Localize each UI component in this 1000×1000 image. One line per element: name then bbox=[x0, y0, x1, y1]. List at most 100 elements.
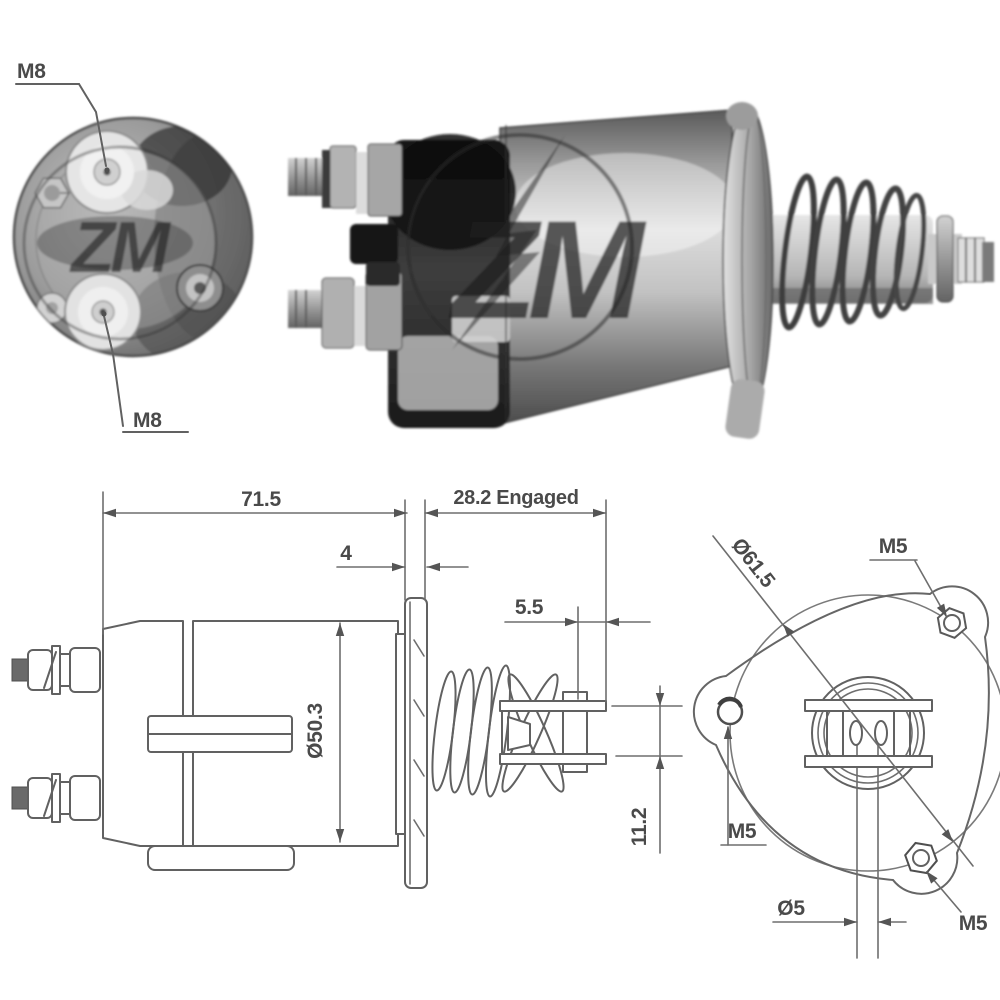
flange-lug-top bbox=[726, 102, 758, 130]
stud-washer bbox=[356, 152, 368, 214]
center-ring bbox=[817, 682, 919, 784]
spring-coil bbox=[809, 176, 847, 328]
stud-slash bbox=[43, 779, 57, 817]
stud-nut bbox=[27, 649, 53, 691]
stud-washer2 bbox=[59, 653, 71, 687]
m8-washer-top bbox=[121, 170, 173, 210]
stud-tip bbox=[11, 786, 29, 810]
hole-shade bbox=[717, 696, 743, 708]
plunger-top-bar bbox=[499, 700, 607, 712]
bolt-circle-leader bbox=[712, 535, 974, 867]
bolt-circle bbox=[729, 594, 1000, 872]
drawing-return-spring bbox=[431, 664, 512, 798]
spring-coil bbox=[869, 185, 907, 319]
flange-hatch bbox=[413, 759, 425, 777]
leader-bottom bbox=[103, 315, 124, 427]
watermark: ZM bbox=[406, 133, 657, 361]
drawing-terminal-top bbox=[11, 645, 101, 695]
stud-collar bbox=[322, 150, 332, 208]
coil bbox=[431, 670, 457, 792]
stud-nut2 bbox=[69, 647, 101, 693]
rod-clip bbox=[957, 237, 985, 283]
flange-hatch bbox=[413, 639, 425, 657]
watermark-circle bbox=[406, 133, 634, 361]
bottom-bracket bbox=[147, 845, 295, 871]
dim-overall-length: 71.5 bbox=[241, 488, 281, 511]
spring-coil bbox=[893, 192, 927, 312]
coil bbox=[484, 664, 512, 798]
small-hex-bore bbox=[44, 185, 60, 201]
stud-slash bbox=[43, 651, 57, 689]
watermark-text-end: ZM bbox=[69, 208, 172, 288]
watermark-bolt bbox=[452, 135, 565, 350]
coil-connector bbox=[350, 224, 398, 264]
drawing-terminal-bottom bbox=[11, 773, 101, 823]
rod-cross-pin bbox=[936, 215, 954, 303]
label-center-pin: Ø5 bbox=[777, 897, 805, 920]
watermark-circle-end bbox=[22, 145, 218, 341]
leader-top bbox=[78, 83, 107, 167]
stud-nut2 bbox=[367, 143, 403, 217]
spool-bottom-bar bbox=[804, 755, 933, 768]
hole-bore bbox=[943, 614, 961, 632]
side-view-photo: ZM bbox=[288, 102, 994, 439]
plunger-bottom-bar bbox=[499, 753, 607, 765]
label-terminal-bottom: M8 bbox=[133, 409, 162, 432]
photo-terminal-top bbox=[288, 143, 403, 217]
stud-nut2 bbox=[69, 775, 101, 821]
flange-plate bbox=[404, 597, 428, 889]
contact-strap bbox=[37, 216, 193, 270]
stud-nut bbox=[329, 145, 357, 209]
rod-end bbox=[982, 242, 994, 282]
spool-top-bar bbox=[804, 699, 933, 712]
side-dimensions: 71.5 28.2 Engaged 4 5.5 Ø50.3 11.2 bbox=[102, 487, 683, 854]
end-view-labels: M8 M8 bbox=[15, 60, 189, 433]
stud-washer2 bbox=[59, 781, 71, 815]
flange-hatch bbox=[413, 699, 425, 717]
center-ring bbox=[823, 688, 913, 778]
mount-hole-top-right bbox=[936, 607, 968, 639]
coil-connector-lower bbox=[366, 262, 400, 286]
hole-hex bbox=[936, 607, 968, 639]
leader-dot-top bbox=[104, 167, 110, 173]
flange-outline bbox=[692, 585, 990, 895]
drawing-plunger bbox=[499, 673, 607, 793]
leader-dot-bottom bbox=[101, 311, 107, 317]
mount-hole-left bbox=[716, 696, 744, 726]
spring-coil bbox=[779, 173, 817, 331]
coil bbox=[467, 666, 493, 796]
stud-nut bbox=[27, 777, 53, 819]
small-rivet-center bbox=[46, 302, 58, 314]
center-ring bbox=[811, 676, 925, 790]
label-hole-top-right: M5 bbox=[879, 535, 908, 558]
end-view-detail: ZM bbox=[22, 126, 252, 356]
center-plunger-view bbox=[804, 676, 933, 959]
label-hole-left: M5 bbox=[728, 820, 757, 843]
cap-shadow bbox=[384, 134, 516, 250]
spring-coil bbox=[839, 179, 877, 325]
dim-plunger-protrusion: 5.5 bbox=[515, 596, 544, 619]
dim-body-diameter: Ø50.3 bbox=[304, 703, 327, 759]
label-terminal-top: M8 bbox=[17, 60, 46, 83]
hole-bore bbox=[912, 849, 930, 867]
dim-plunger-travel: 11.2 bbox=[628, 808, 651, 847]
end-view-photo: ZM bbox=[12, 116, 254, 358]
photo-return-spring bbox=[779, 173, 927, 331]
cap-bright-patch bbox=[398, 336, 498, 410]
stud-tip bbox=[11, 658, 29, 682]
moving-contact bbox=[507, 716, 531, 751]
watermark-text: ZM bbox=[448, 191, 648, 348]
flange-mounting-drawing: Ø61.5 M5 M5 M5 Ø5 bbox=[692, 534, 1000, 959]
spool-pin bbox=[874, 720, 888, 746]
coil bbox=[449, 668, 475, 794]
flange-lug-bottom bbox=[725, 379, 765, 439]
hole-hex bbox=[904, 841, 938, 875]
side-dimension-drawing: 71.5 28.2 Engaged 4 5.5 Ø50.3 11.2 bbox=[11, 487, 683, 889]
dim-engaged-travel: 28.2 Engaged bbox=[453, 487, 578, 509]
stud-nut bbox=[321, 277, 355, 349]
spool-pin bbox=[849, 720, 863, 746]
photo-terminal-bottom bbox=[288, 271, 403, 351]
dim-flange-thickness: 4 bbox=[340, 542, 352, 565]
mount-hole-bottom bbox=[904, 841, 938, 875]
